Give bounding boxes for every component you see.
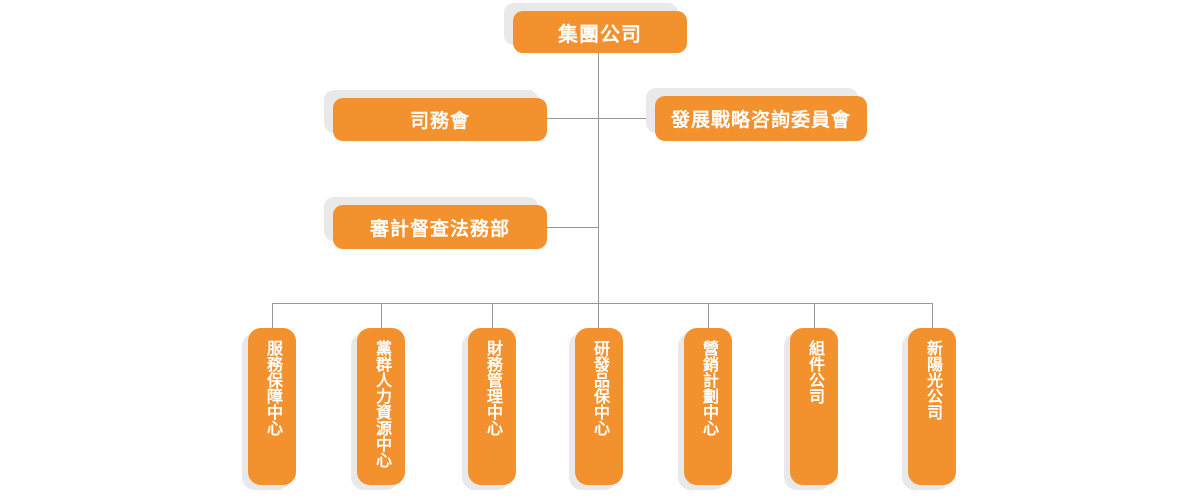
node-components-company: 組件公司 [790, 328, 838, 485]
node-party-hr-center: 黨群人力資源中心 [357, 328, 405, 485]
node-label: 營銷計劃中心 [700, 340, 717, 436]
connector-level2-horizontal [547, 118, 655, 119]
connector-drop-6 [814, 303, 815, 328]
node-label: 發展戰略咨詢委員會 [670, 110, 851, 131]
node-label: 新陽光公司 [924, 340, 941, 420]
node-new-sunshine-company: 新陽光公司 [908, 328, 956, 485]
connector-level3-horizontal [547, 227, 599, 228]
node-label: 集團公司 [558, 23, 642, 46]
node-group-company: 集團公司 [513, 11, 687, 53]
node-label: 研發品保中心 [591, 340, 608, 436]
connector-drop-3 [492, 303, 493, 328]
node-audit-legal-dept: 審計督查法務部 [333, 205, 547, 249]
connector-children-rail [272, 303, 932, 304]
node-label: 審計督查法務部 [369, 218, 510, 240]
node-label: 服務保障中心 [264, 340, 281, 436]
node-label: 組件公司 [806, 340, 823, 404]
node-finance-center: 財務管理中心 [468, 328, 516, 485]
connector-drop-2 [381, 303, 382, 328]
node-label: 財務管理中心 [484, 340, 501, 436]
node-rnd-qa-center: 研發品保中心 [575, 328, 623, 485]
node-strategy-committee: 發展戰略咨詢委員會 [655, 96, 867, 141]
node-label: 黨群人力資源中心 [373, 340, 390, 468]
node-label: 司務會 [409, 111, 470, 132]
connector-root-vertical [598, 53, 599, 328]
node-service-support-center: 服務保障中心 [248, 328, 296, 485]
node-marketing-planning-center: 營銷計劃中心 [684, 328, 732, 485]
connector-drop-1 [272, 303, 273, 328]
connector-drop-5 [708, 303, 709, 328]
connector-drop-7 [932, 303, 933, 328]
node-council: 司務會 [333, 98, 547, 141]
